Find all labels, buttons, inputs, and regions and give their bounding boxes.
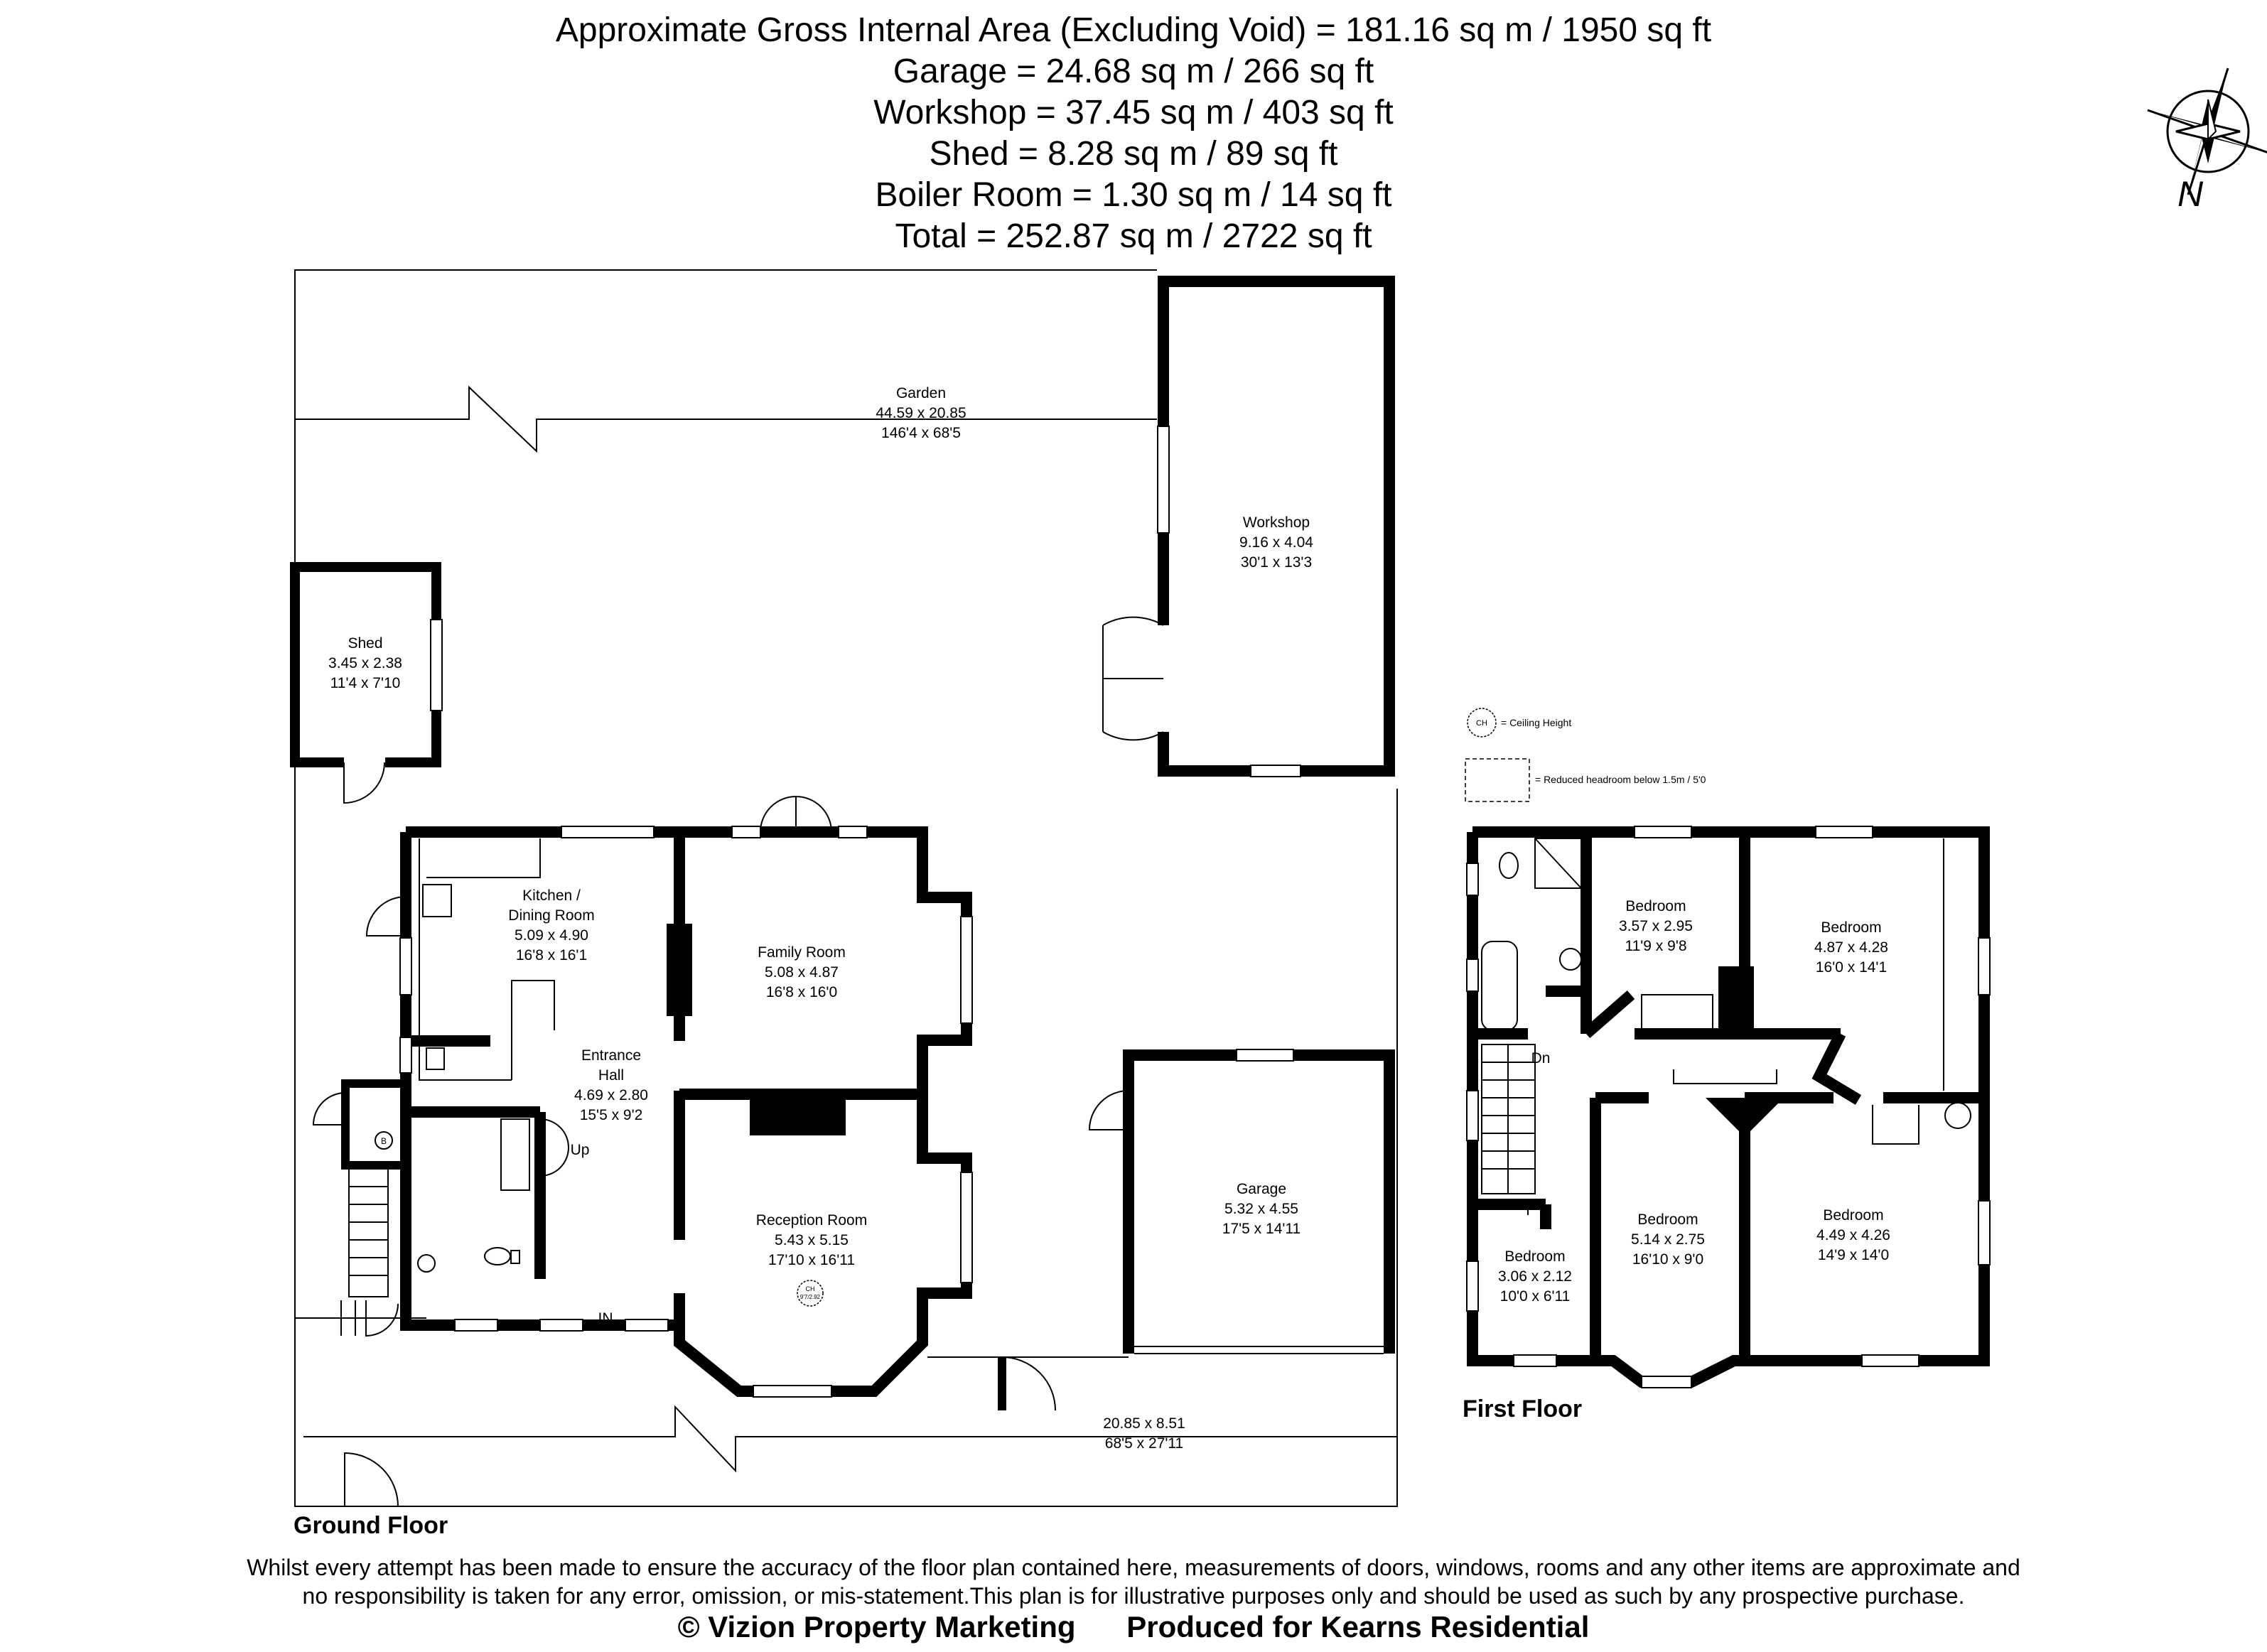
stairs — [500, 1118, 569, 1191]
hall-label-1: Entrance — [581, 1047, 641, 1064]
house-ground-walls — [400, 826, 972, 1397]
first-windows — [1466, 826, 1991, 1388]
family-imperial: 16'8 x 16'0 — [766, 984, 837, 1000]
legend-headroom-symbol — [1465, 758, 1530, 802]
garage-label: Garage — [1237, 1181, 1286, 1197]
legend-headroom-label: = Reduced headroom below 1.5m / 5'0 — [1535, 774, 1706, 785]
area-line-gross: Approximate Gross Internal Area (Excludi… — [555, 11, 1712, 49]
bedroom-4-label: Bedroom — [1637, 1211, 1698, 1228]
legend-ch-tag: CH — [1476, 719, 1487, 728]
bedroom-1-imperial: 11'9 x 9'8 — [1625, 938, 1686, 954]
first-chimney — [1718, 966, 1754, 1030]
shed-walls — [290, 562, 443, 804]
reception-imperial: 17'10 x 16'11 — [768, 1252, 855, 1268]
chimney-breast — [667, 924, 692, 1016]
reception-label: Reception Room — [756, 1212, 867, 1229]
first-stairs — [1481, 1044, 1536, 1194]
area-line-shed: Shed = 8.28 sq m / 89 sq ft — [929, 135, 1338, 173]
bedroom-2-imperial: 16'0 x 14'1 — [1816, 959, 1887, 976]
kitchen-label-1: Kitchen / — [522, 887, 581, 904]
legend-ch-symbol — [1467, 708, 1497, 738]
bedroom-2-metric: 4.87 x 4.28 — [1814, 939, 1888, 956]
shed-imperial: 11'4 x 7'10 — [330, 675, 401, 691]
disclaimer-line-1: Whilst every attempt has been made to en… — [247, 1555, 2020, 1580]
gate — [344, 1452, 399, 1507]
boiler-marker: B — [381, 1136, 387, 1146]
bedroom-5-metric: 4.49 x 4.26 — [1816, 1227, 1890, 1243]
reception-ch-tag: CH — [806, 1285, 815, 1292]
kitchen-label-2: Dining Room — [508, 907, 594, 924]
workshop-walls — [1102, 276, 1395, 777]
bedroom-2-label: Bedroom — [1821, 919, 1881, 936]
hall-imperial: 15'5 x 9'2 — [580, 1107, 643, 1123]
garden-boundary — [294, 269, 1398, 1507]
front-garden-metric: 20.85 x 8.51 — [1103, 1415, 1185, 1432]
ground-windows — [399, 826, 973, 1398]
kitchen-fitments — [419, 838, 555, 1081]
credit-agent: Produced for Kearns Residential — [1126, 1610, 1590, 1643]
bathroom-fixtures — [1481, 838, 1971, 1129]
first-chimney — [1706, 1098, 1784, 1137]
reception-ch-value: 9'7/2.92 — [800, 1294, 821, 1300]
front-garden-imperial: 68'5 x 27'11 — [1105, 1435, 1183, 1452]
bedroom-5-imperial: 14'9 x 14'0 — [1818, 1247, 1889, 1263]
shed-metric: 3.45 x 2.38 — [328, 655, 402, 671]
wc-fixtures — [417, 1247, 520, 1273]
bedroom-3-label: Bedroom — [1504, 1248, 1565, 1265]
stairs-down-marker: Dn — [1531, 1050, 1551, 1067]
family-metric: 5.08 x 4.87 — [765, 964, 839, 981]
compass-north-label: N — [2177, 174, 2204, 214]
garage-metric: 5.32 x 4.55 — [1224, 1201, 1298, 1217]
area-line-garage: Garage = 24.68 sq m / 266 sq ft — [893, 53, 1374, 90]
ground-floor-label: Ground Floor — [294, 1512, 448, 1539]
gate-post — [998, 1357, 1006, 1410]
credits: © Vizion Property Marketing Produced for… — [0, 1610, 2267, 1644]
external-steps — [340, 1168, 399, 1337]
shed-label: Shed — [348, 635, 382, 652]
first-floor-label: First Floor — [1463, 1395, 1583, 1422]
area-line-workshop: Workshop = 37.45 sq m / 403 sq ft — [873, 94, 1394, 131]
boiler-room — [312, 1079, 410, 1170]
area-line-boiler: Boiler Room = 1.30 sq m / 14 sq ft — [875, 176, 1392, 214]
workshop-imperial: 30'1 x 13'3 — [1241, 554, 1312, 571]
area-line-total: Total = 252.87 sq m / 2722 sq ft — [895, 217, 1372, 255]
bedroom-1-metric: 3.57 x 2.95 — [1619, 918, 1693, 934]
bedroom-3-metric: 3.06 x 2.12 — [1498, 1268, 1572, 1285]
kitchen-metric: 5.09 x 4.90 — [515, 927, 588, 944]
hall-metric: 4.69 x 2.80 — [574, 1087, 648, 1103]
workshop-metric: 9.16 x 4.04 — [1239, 534, 1313, 551]
garden-imperial: 146'4 x 68'5 — [881, 425, 961, 441]
gate — [1001, 1356, 1056, 1411]
legend-ceiling-label: = Ceiling Height — [1501, 717, 1571, 728]
credit-copyright: © Vizion Property Marketing — [677, 1610, 1076, 1643]
area-summary: Approximate Gross Internal Area (Excludi… — [0, 10, 2267, 257]
bedroom-4-metric: 5.14 x 2.75 — [1631, 1231, 1705, 1248]
bedroom-4-imperial: 16'10 x 9'0 — [1632, 1251, 1703, 1268]
ceiling-height-marker — [797, 1280, 824, 1307]
disclaimer-line-2: no responsibility is taken for any error… — [302, 1583, 1965, 1609]
bedroom-3-imperial: 10'0 x 6'11 — [1500, 1288, 1571, 1305]
workshop-label: Workshop — [1243, 514, 1310, 531]
stairs-up-marker: Up — [571, 1142, 590, 1158]
wardrobes — [1485, 838, 1944, 1215]
door — [365, 896, 406, 936]
chimney-breast — [750, 1100, 846, 1135]
entrance-marker: IN — [598, 1310, 613, 1327]
kitchen-imperial: 16'8 x 16'1 — [516, 947, 587, 963]
family-label: Family Room — [758, 944, 846, 961]
french-door — [760, 795, 832, 833]
compass-icon — [2147, 68, 2267, 195]
garage-imperial: 17'5 x 14'11 — [1222, 1221, 1301, 1237]
garden-label: Garden — [896, 385, 946, 401]
garden-metric: 44.59 x 20.85 — [876, 405, 966, 421]
bedroom-1-label: Bedroom — [1625, 898, 1686, 914]
bedroom-5-label: Bedroom — [1823, 1207, 1883, 1224]
reception-metric: 5.43 x 5.15 — [775, 1232, 849, 1248]
disclaimer: Whilst every attempt has been made to en… — [0, 1553, 2267, 1610]
hall-label-2: Hall — [598, 1067, 624, 1084]
garage-walls — [1088, 1049, 1395, 1354]
